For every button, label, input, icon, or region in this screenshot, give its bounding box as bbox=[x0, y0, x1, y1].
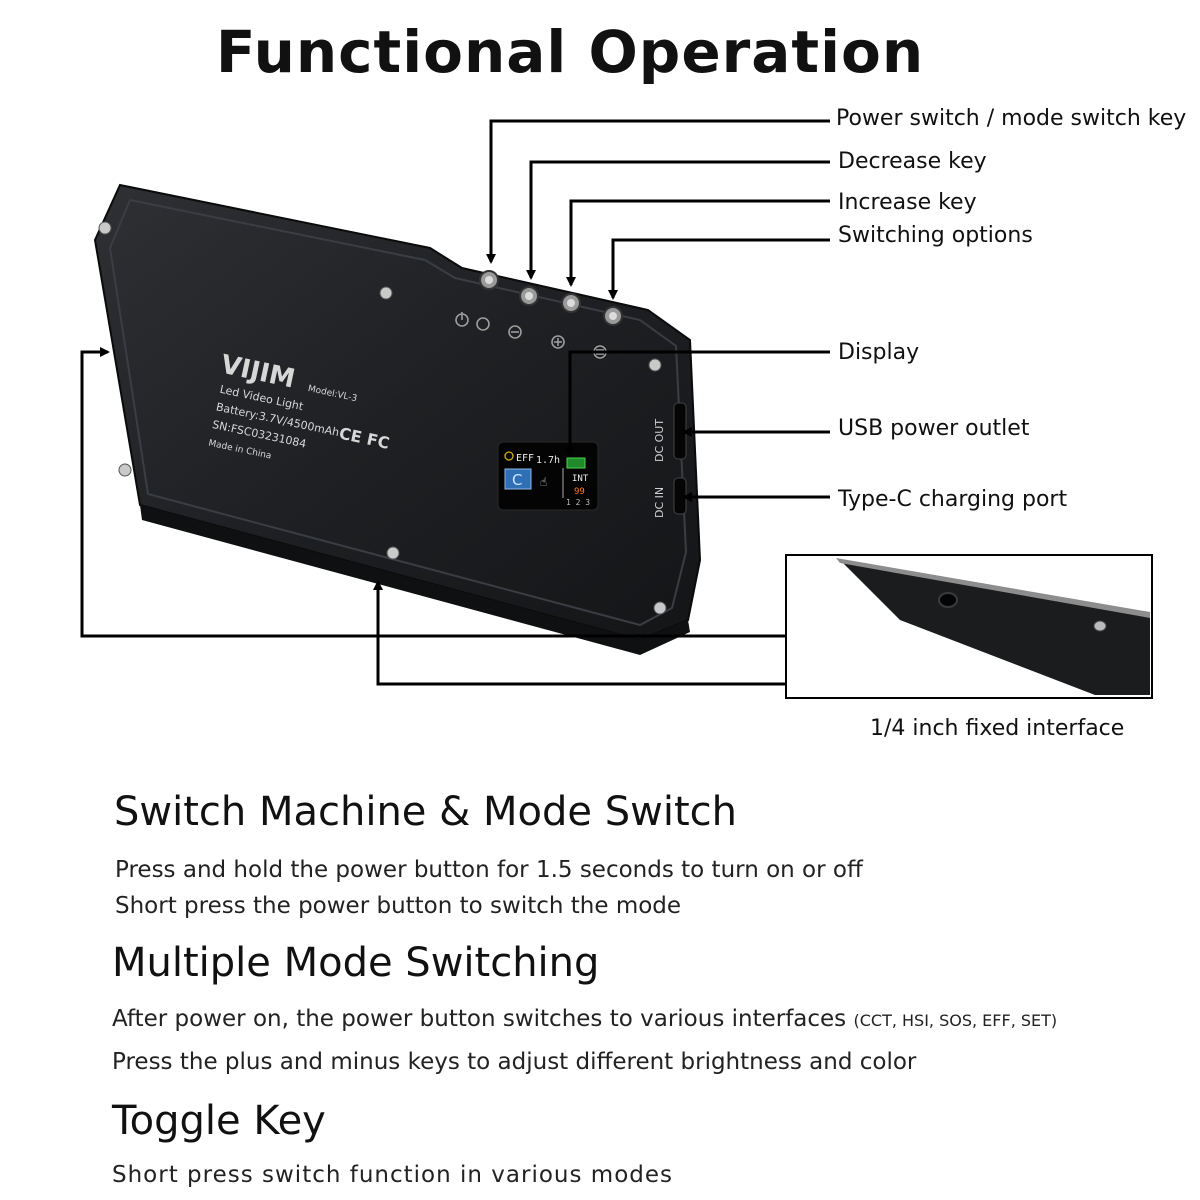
display-letter: C bbox=[512, 471, 522, 489]
dc-out-label: DC OUT bbox=[653, 419, 666, 462]
section-text-line: Short press switch function in various m… bbox=[112, 1162, 673, 1188]
screw bbox=[118, 463, 132, 477]
screw bbox=[379, 286, 393, 300]
callout-usb-outlet: USB power outlet bbox=[838, 416, 1030, 441]
leader-lines bbox=[80, 119, 830, 686]
callout-type-c-port: Type-C charging port bbox=[838, 487, 1068, 512]
section-text-line: After power on, the power button switche… bbox=[112, 1006, 1057, 1032]
power-button[interactable] bbox=[479, 270, 499, 290]
page-title: Functional Operation bbox=[215, 18, 925, 86]
section-text-line: Press and hold the power button for 1.5 … bbox=[115, 857, 863, 883]
section-heading-switch-machine: Switch Machine & Mode Switch bbox=[114, 789, 737, 835]
increase-button[interactable] bbox=[561, 293, 581, 313]
callout-decrease-key: Decrease key bbox=[838, 149, 987, 174]
screw bbox=[648, 358, 662, 372]
mount-closeup-inset bbox=[785, 554, 1153, 699]
display-hand-icon: ☝ bbox=[540, 475, 547, 489]
light-panel-body bbox=[93, 183, 702, 655]
display-hours-text: 1.7h bbox=[536, 455, 560, 466]
dc-in-label: DC IN bbox=[653, 487, 666, 518]
plus-icon bbox=[551, 335, 565, 349]
callout-increase-key: Increase key bbox=[838, 190, 977, 215]
section-heading-multiple-mode: Multiple Mode Switching bbox=[112, 940, 600, 986]
display-mode-text: EFF bbox=[516, 453, 534, 464]
section-text-line: Press the plus and minus keys to adjust … bbox=[112, 1049, 917, 1075]
display-pages: 1 2 3 bbox=[566, 498, 590, 507]
decrease-button[interactable] bbox=[519, 286, 539, 306]
display-int-label: INT bbox=[572, 474, 589, 484]
oled-display: EFF 1.7h C ☝ INT 99 1 2 3 bbox=[497, 441, 599, 511]
section-text-main: After power on, the power button switche… bbox=[112, 1006, 847, 1032]
power-mode-icon bbox=[455, 312, 490, 331]
section-text-note: (CCT, HSI, SOS, EFF, SET) bbox=[853, 1011, 1058, 1030]
screw bbox=[653, 601, 667, 615]
callout-display: Display bbox=[838, 340, 920, 365]
battery-icon bbox=[566, 457, 586, 469]
section-heading-toggle-key: Toggle Key bbox=[112, 1098, 326, 1144]
callout-mount-interface: 1/4 inch fixed interface bbox=[870, 716, 1125, 741]
callout-switching-options: Switching options bbox=[838, 223, 1033, 248]
section-text-line: Short press the power button to switch t… bbox=[115, 893, 682, 919]
callout-power-switch: Power switch / mode switch key bbox=[836, 106, 1187, 131]
screw bbox=[98, 221, 112, 235]
screw bbox=[386, 546, 400, 560]
device-illustration: VIJIM Model:VL-3 Led Video Light Battery… bbox=[80, 119, 1153, 699]
display-int-value: 99 bbox=[574, 487, 585, 497]
switching-button[interactable] bbox=[603, 306, 623, 326]
minus-icon bbox=[508, 325, 522, 339]
